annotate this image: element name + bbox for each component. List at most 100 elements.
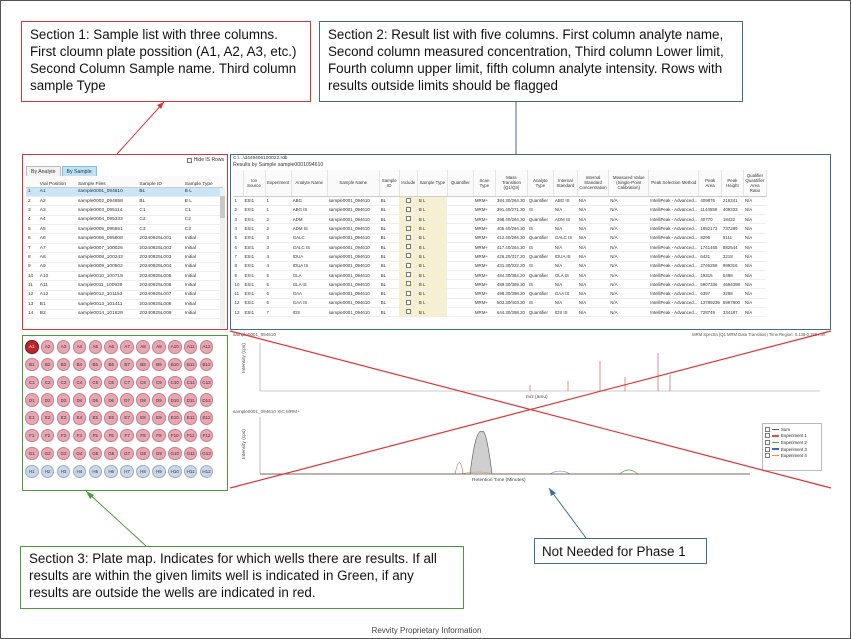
sample-column-header[interactable]: Sample Type <box>182 176 223 188</box>
plate-well-h11[interactable]: H11 <box>183 464 198 479</box>
plate-well-e12[interactable]: E12 <box>199 411 214 425</box>
result-column-header[interactable] <box>233 170 244 197</box>
include-checkbox[interactable] <box>405 272 411 278</box>
include-checkbox[interactable] <box>405 281 411 287</box>
plate-well-f8[interactable]: F8 <box>136 428 150 443</box>
include-checkbox[interactable] <box>405 253 411 259</box>
plate-well-c6[interactable]: C6 <box>104 375 118 390</box>
result-column-header[interactable]: Mass Transition (Q1/Q3) <box>495 170 528 197</box>
plate-well-e8[interactable]: E8 <box>136 411 150 425</box>
result-column-header[interactable]: Quantifier <box>447 170 474 197</box>
result-column-header[interactable]: Ion Source <box>243 170 266 197</box>
plate-well-h1[interactable]: H1 <box>25 464 39 479</box>
plate-well-b10[interactable]: B10 <box>168 357 182 372</box>
plate-well-h7[interactable]: H7 <box>120 464 134 479</box>
plate-well-a12[interactable]: A12 <box>199 340 214 354</box>
plate-well-g8[interactable]: G8 <box>136 446 150 461</box>
plate-well-e7[interactable]: E7 <box>120 411 134 425</box>
include-checkbox[interactable] <box>405 299 411 305</box>
plate-well-g1[interactable]: G1 <box>25 446 39 461</box>
plate-well-c4[interactable]: C4 <box>72 375 87 390</box>
result-column-header[interactable]: Qualifier Quantifier Area Ratio <box>743 170 767 197</box>
tab-by-sample[interactable]: By Sample <box>61 166 97 178</box>
plate-well-b5[interactable]: B5 <box>88 357 103 372</box>
plate-well-e11[interactable]: E11 <box>183 411 198 425</box>
plate-well-a3[interactable]: A3 <box>56 340 71 354</box>
plate-well-a6[interactable]: A6 <box>104 340 118 354</box>
plate-well-c11[interactable]: C11 <box>183 375 198 390</box>
plate-well-c8[interactable]: C8 <box>136 375 150 390</box>
plate-well-b2[interactable]: B2 <box>40 357 55 372</box>
plate-well-c7[interactable]: C7 <box>120 375 134 390</box>
result-column-header[interactable]: Internal Standard Concentration <box>577 170 610 197</box>
plate-well-f3[interactable]: F3 <box>56 428 71 443</box>
plate-well-f9[interactable]: F9 <box>152 428 166 443</box>
plate-well-e6[interactable]: E6 <box>104 411 118 425</box>
plate-well-c2[interactable]: C2 <box>40 375 55 390</box>
plate-well-e2[interactable]: E2 <box>40 411 55 425</box>
sample-list-scrollbar[interactable] <box>220 188 225 328</box>
plate-well-f12[interactable]: F12 <box>199 428 214 443</box>
plate-well-h9[interactable]: H9 <box>152 464 166 479</box>
plate-well-d3[interactable]: D3 <box>56 393 71 407</box>
plate-well-a5[interactable]: A5 <box>88 340 103 354</box>
plate-well-f11[interactable]: F11 <box>183 428 198 443</box>
result-column-header[interactable]: Analyte Type <box>527 170 554 197</box>
plate-well-b12[interactable]: B12 <box>199 357 214 372</box>
plate-well-b4[interactable]: B4 <box>72 357 87 372</box>
legend-checkbox[interactable] <box>765 426 770 432</box>
legend-item[interactable]: Sum <box>765 426 819 433</box>
plate-well-g2[interactable]: G2 <box>40 446 55 461</box>
result-column-header[interactable]: Sample ID <box>379 170 400 197</box>
plate-well-h10[interactable]: H10 <box>168 464 182 479</box>
plate-well-c10[interactable]: C10 <box>168 375 182 390</box>
plate-well-a8[interactable]: A8 <box>136 340 150 354</box>
plate-well-a11[interactable]: A11 <box>183 340 198 354</box>
plate-well-g12[interactable]: G12 <box>199 446 214 461</box>
plate-well-b9[interactable]: B9 <box>152 357 166 372</box>
plate-well-h5[interactable]: H5 <box>88 464 103 479</box>
plate-well-e3[interactable]: E3 <box>56 411 71 425</box>
plate-well-h12[interactable]: H12 <box>199 464 214 479</box>
include-checkbox[interactable] <box>405 234 411 240</box>
plate-well-d7[interactable]: D7 <box>120 393 134 407</box>
sample-column-header[interactable]: Sample Files <box>75 176 138 188</box>
result-column-header[interactable]: Analyte Name <box>291 170 328 197</box>
result-column-header[interactable]: Internal Standard <box>553 170 578 197</box>
plate-well-b7[interactable]: B7 <box>120 357 134 372</box>
hide-is-checkbox[interactable] <box>186 157 192 163</box>
plate-well-b6[interactable]: B6 <box>104 357 118 372</box>
plate-well-d5[interactable]: D5 <box>88 393 103 407</box>
plate-well-b3[interactable]: B3 <box>56 357 71 372</box>
include-checkbox[interactable] <box>405 216 411 222</box>
plate-well-a1[interactable]: A1 <box>25 340 39 354</box>
include-checkbox[interactable] <box>405 262 411 268</box>
plate-well-g4[interactable]: G4 <box>72 446 87 461</box>
plate-well-d1[interactable]: D1 <box>25 393 39 407</box>
plate-well-d6[interactable]: D6 <box>104 393 118 407</box>
plate-well-e9[interactable]: E9 <box>152 411 166 425</box>
plate-well-h8[interactable]: H8 <box>136 464 150 479</box>
plate-well-c5[interactable]: C5 <box>88 375 103 390</box>
plate-well-g5[interactable]: G5 <box>88 446 103 461</box>
plate-well-e4[interactable]: E4 <box>72 411 87 425</box>
plate-well-b8[interactable]: B8 <box>136 357 150 372</box>
legend-item[interactable]: Experiment 3 <box>765 446 819 453</box>
plate-well-d8[interactable]: D8 <box>136 393 150 407</box>
plate-well-d12[interactable]: D12 <box>199 393 214 407</box>
